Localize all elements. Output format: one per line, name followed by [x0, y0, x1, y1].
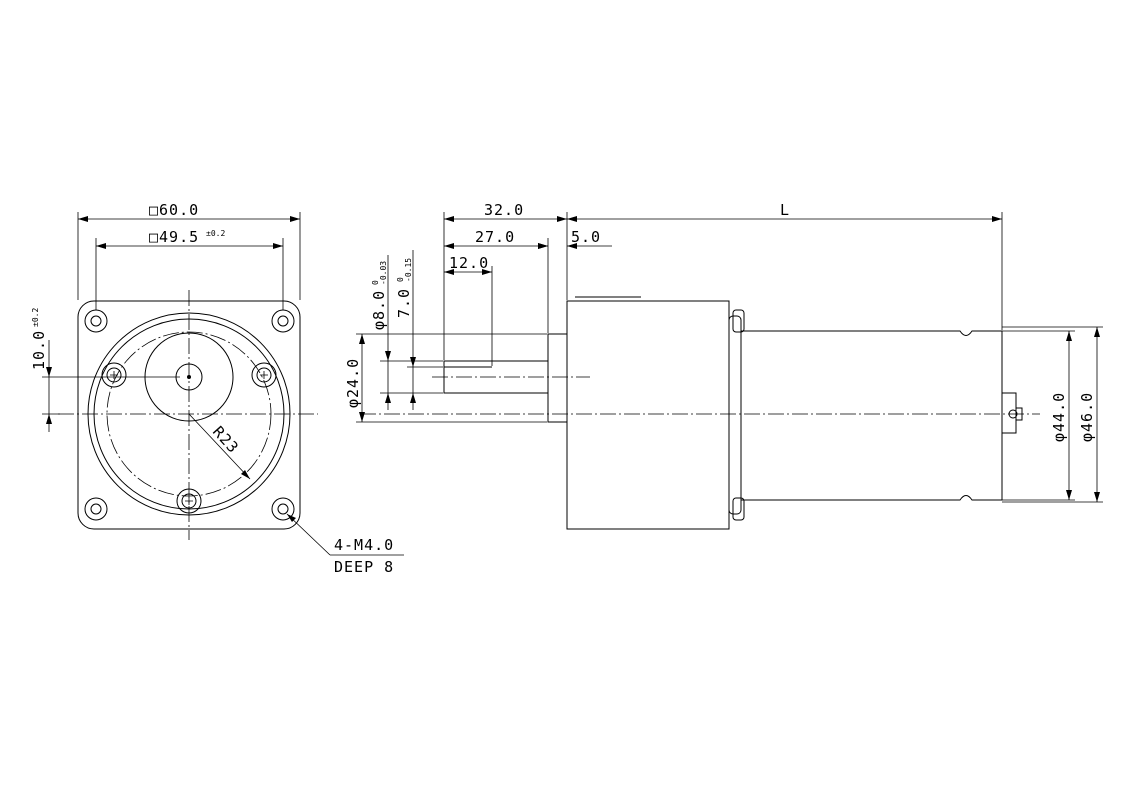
motor-body: [740, 330, 1003, 501]
side-view: 32.0 27.0 5.0 12.0: [344, 201, 1103, 530]
hole-callout: 4-M4.0 DEEP 8: [286, 513, 404, 576]
dim-offset-10: 10.0 ±0.2: [30, 308, 180, 432]
dim-shaft-diameter-tol-upper: 0: [371, 280, 380, 285]
dim-5-label: 5.0: [571, 228, 601, 246]
screw-left: [101, 362, 127, 388]
dim-square-60-label: □60.0: [149, 201, 199, 219]
dim-32: 32.0: [443, 201, 568, 360]
dim-gearbox-diameter-label: φ46.0: [1078, 392, 1096, 442]
dim-boss-diameter: φ24.0: [344, 333, 547, 423]
hole-spec-label: 4-M4.0: [334, 536, 394, 554]
dim-L-label: L: [780, 201, 790, 219]
flange-ring-bottom-lug: [732, 497, 745, 521]
dim-shaft-diameter-label: φ8.0: [370, 290, 388, 330]
dim-motor-diameter-label: φ44.0: [1050, 392, 1068, 442]
screw-right: [251, 362, 277, 388]
dim-motor-diameter: φ44.0: [1002, 330, 1075, 501]
dim-shaft-diameter: φ8.0 0 -0.03: [370, 255, 443, 410]
mounting-hole-bl: [84, 497, 108, 521]
dim-square-49: □49.5 ±0.2: [95, 228, 284, 310]
dim-square-49-tol: ±0.2: [206, 229, 225, 238]
dim-radius-23-label: R23: [209, 423, 243, 457]
dim-gearbox-diameter: φ46.0: [1002, 326, 1103, 503]
shaft-boss: [547, 333, 568, 423]
dim-boss-diameter-label: φ24.0: [344, 358, 362, 408]
dim-12: 12.0: [444, 254, 493, 366]
dim-square-60: □60.0: [77, 201, 301, 300]
dim-shaft-diameter-tol-lower: -0.03: [379, 261, 388, 285]
flange-ring: [728, 315, 742, 515]
flange-ring-top-lug: [732, 309, 745, 333]
dim-flat-label: 7.0: [395, 288, 413, 318]
dim-5: 5.0: [538, 228, 612, 249]
dim-offset-10-label: 10.0: [30, 330, 48, 370]
gearbox-body: [566, 300, 730, 530]
dim-flat: 7.0 0 -0.15: [395, 250, 443, 410]
dim-12-label: 12.0: [449, 254, 489, 272]
dim-L: L: [567, 201, 1003, 330]
mounting-hole-tl: [84, 309, 108, 333]
dim-radius-23: R23: [188, 413, 251, 480]
dim-offset-10-tol: ±0.2: [31, 308, 40, 327]
mounting-hole-tr: [271, 309, 295, 333]
mounting-hole-br: [271, 497, 295, 521]
dim-27-label: 27.0: [475, 228, 515, 246]
dim-32-label: 32.0: [484, 201, 524, 219]
dim-flat-tol-upper: 0: [396, 277, 405, 282]
dim-square-49-label: □49.5: [149, 228, 199, 246]
hole-depth-label: DEEP 8: [334, 558, 394, 576]
dim-27: 27.0: [444, 228, 549, 333]
dim-flat-tol-lower: -0.15: [404, 258, 413, 282]
